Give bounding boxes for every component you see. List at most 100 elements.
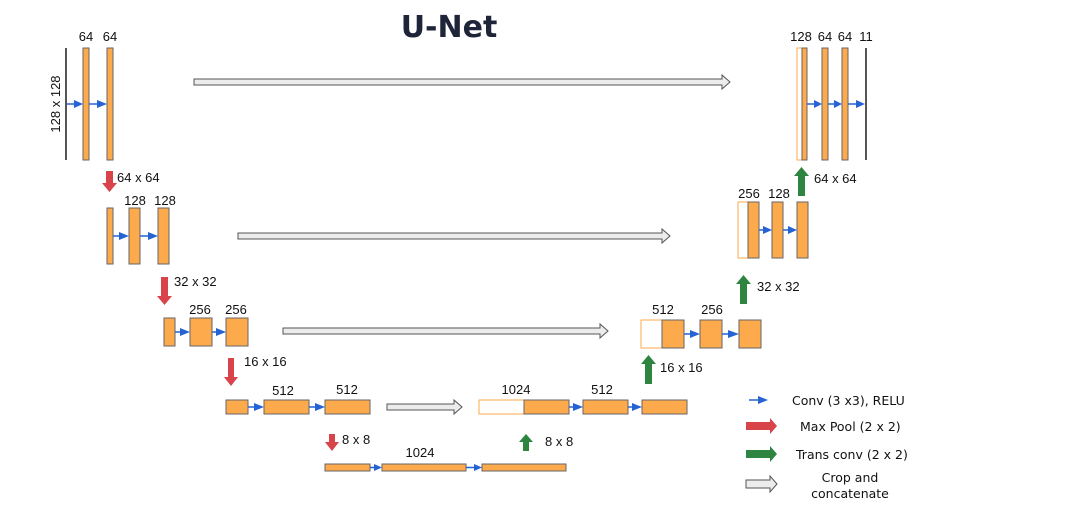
feature-map (738, 319, 762, 349)
maxpool-arrow-icon (224, 358, 238, 386)
conv-arrow-icon (749, 396, 768, 404)
channel-label: 1024 (502, 382, 531, 397)
conv-arrow-icon (466, 464, 482, 471)
cropped-feature-map (737, 201, 749, 259)
maxpool-arrow-icon (157, 277, 172, 305)
channel-label: 512 (652, 302, 674, 317)
legend-item-conv: Conv (3 x3), RELU (749, 393, 905, 408)
feature-map (82, 47, 90, 161)
feature-map (189, 317, 213, 347)
upconv-size-label: 32 x 32 (757, 279, 800, 294)
transconv-arrow-icon (736, 275, 751, 304)
conv-arrow-icon (628, 403, 642, 411)
legend-item-maxpool: Max Pool (2 x 2) (746, 418, 901, 434)
channel-label: 1024 (406, 445, 435, 460)
pool-size-label: 32 x 32 (174, 274, 217, 289)
cropped-feature-map (796, 47, 803, 161)
conv-arrow-icon (848, 100, 865, 108)
feature-map (225, 399, 249, 415)
encoder-level-4: 512 512 (225, 382, 371, 415)
conv-arrow-icon (569, 403, 583, 411)
conv-arrow-icon (807, 100, 822, 108)
feature-map (106, 207, 114, 265)
feature-map (801, 47, 808, 161)
feature-map (324, 463, 371, 472)
conv-arrow-icon (684, 330, 700, 338)
conv-arrow-icon (113, 232, 129, 240)
legend-label-line2: concatenate (811, 486, 889, 501)
feature-map (841, 47, 849, 161)
legend-label: Conv (3 x3), RELU (792, 393, 905, 408)
feature-map (263, 399, 310, 415)
channel-label: 128 (124, 193, 146, 208)
decoder-level-1: 128 64 64 11 (790, 29, 873, 161)
feature-map (324, 399, 371, 415)
channel-label: 512 (336, 382, 358, 397)
conv-arrow-icon (212, 328, 226, 336)
conv-arrow-icon (248, 403, 264, 411)
feature-map (771, 201, 784, 259)
legend-label: Trans conv (2 x 2) (795, 447, 908, 462)
conv-arrow-icon (140, 232, 158, 240)
encoder-level-2: 128 128 (106, 193, 176, 265)
channel-label: 256 (225, 302, 247, 317)
conv-arrow-icon (828, 100, 842, 108)
diagram-title: U-Net (401, 10, 498, 45)
input-size-label: 128 x 128 (48, 75, 63, 132)
feature-map (481, 463, 567, 472)
channel-label: 128 (154, 193, 176, 208)
feature-map (523, 399, 570, 415)
transconv-arrow-icon (746, 446, 777, 462)
upconv-size-label: 16 x 16 (660, 360, 703, 375)
conv-arrow-icon (67, 100, 83, 108)
channel-label: 64 (838, 29, 852, 44)
legend-item-transconv: Trans conv (2 x 2) (746, 446, 908, 462)
decoder-level-2: 256 128 (737, 186, 809, 259)
upconv-size-label: 64 x 64 (814, 171, 857, 186)
maxpool-arrow-icon (102, 171, 117, 192)
feature-map (381, 463, 467, 472)
pool-size-label: 8 x 8 (342, 432, 370, 447)
encoder-level-1: 128 x 128 64 64 (48, 29, 117, 161)
conv-arrow-icon (309, 403, 325, 411)
channel-label: 64 (79, 29, 93, 44)
bottleneck: 1024 (324, 445, 567, 472)
feature-map (582, 399, 629, 415)
conv-arrow-icon (722, 330, 739, 338)
conv-arrow-icon (370, 464, 382, 471)
channel-label: 256 (738, 186, 760, 201)
conv-arrow-icon (89, 100, 107, 108)
feature-map (747, 201, 760, 259)
cropped-feature-map (640, 319, 663, 349)
upconv-size-label: 8 x 8 (545, 434, 573, 449)
conv-arrow-icon (783, 226, 797, 234)
feature-map (641, 399, 688, 415)
channel-label: 256 (701, 302, 723, 317)
feature-map (661, 319, 685, 349)
channel-label: 64 (818, 29, 832, 44)
encoder-level-3: 256 256 (163, 302, 249, 347)
cropped-feature-map (478, 399, 525, 415)
maxpool-arrow-icon (325, 434, 339, 451)
channel-label: 11 (859, 29, 873, 44)
channel-label: 64 (103, 29, 117, 44)
concat-arrow-icon (237, 227, 671, 245)
legend-item-concat: Crop and concatenate (745, 470, 889, 501)
transconv-arrow-icon (794, 167, 809, 196)
channel-label: 256 (189, 302, 211, 317)
feature-map (163, 317, 176, 347)
channel-label: 128 (790, 29, 812, 44)
legend-label: Max Pool (2 x 2) (800, 419, 901, 434)
channel-label: 512 (591, 382, 613, 397)
concat-arrow-icon (193, 73, 731, 91)
conv-arrow-icon (175, 328, 190, 336)
feature-map (128, 207, 141, 265)
concat-arrow-icon (386, 398, 463, 416)
feature-map (821, 47, 829, 161)
transconv-arrow-icon (519, 434, 533, 451)
concat-arrow-icon (282, 322, 609, 340)
channel-label: 512 (272, 383, 294, 398)
maxpool-arrow-icon (746, 418, 777, 434)
feature-map (699, 319, 723, 349)
